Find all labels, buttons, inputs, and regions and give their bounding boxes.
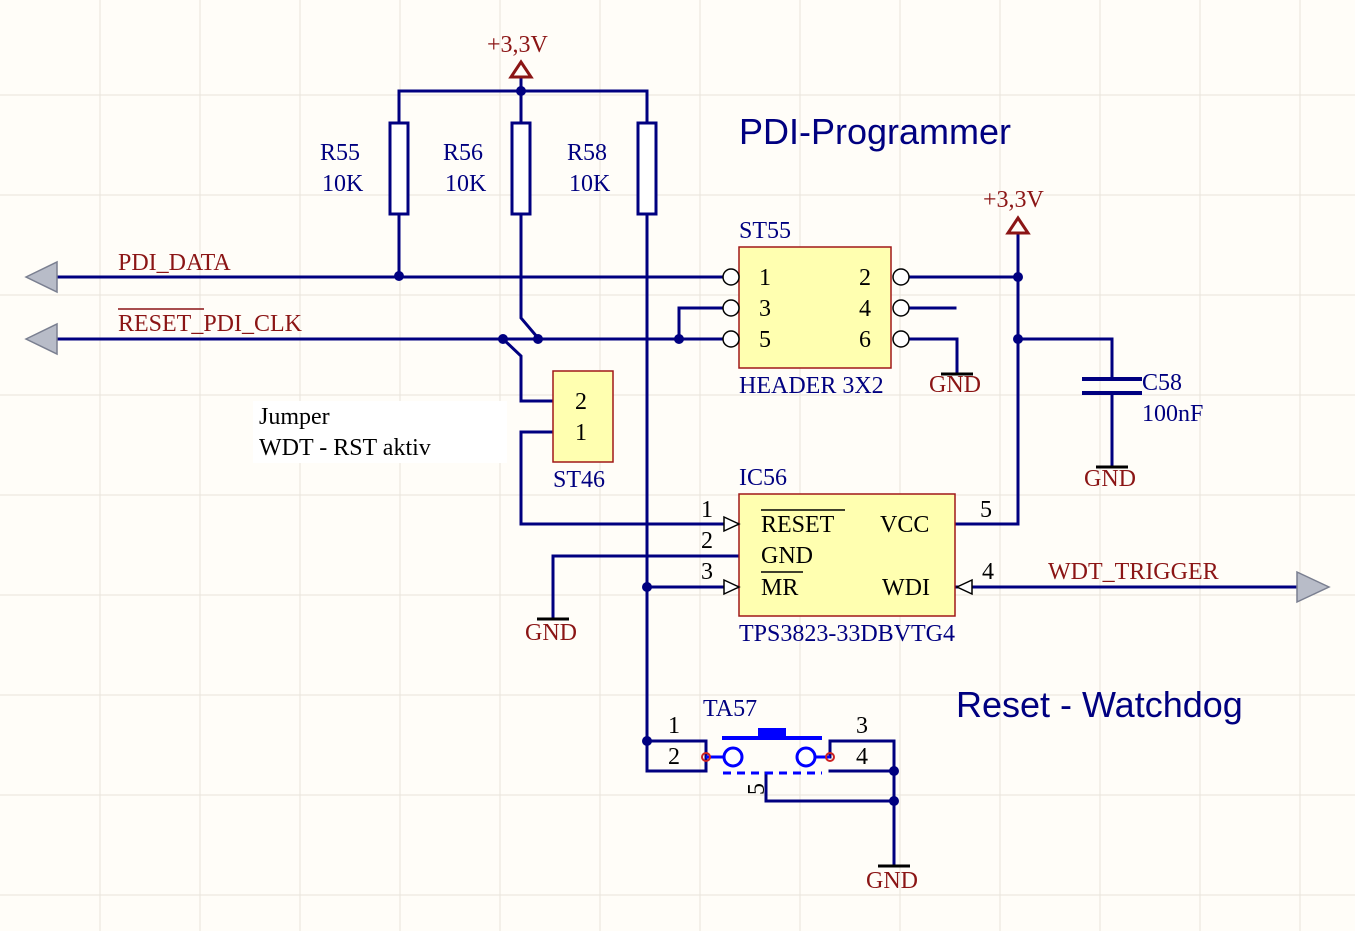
section-title-pdi-programmer: PDI-Programmer [739,111,1011,152]
resistor-r58[interactable]: R58 10K [567,121,658,216]
label-resistors-1-ref: R56 [443,140,483,166]
power-label-top: +3,3V [487,32,549,58]
ic-ic56[interactable]: IC56 1 2 3 4 5 RESET GND MR VCC WDI TPS3… [701,465,994,647]
label-header-pins-4: 5 [759,327,771,353]
label-header-pins-1: 2 [859,265,871,291]
label-power-gnd: GND [525,620,577,646]
label-ic-num2: 2 [701,528,713,554]
label-power-gnd: GND [866,868,918,894]
ic-ref: IC56 [739,465,787,491]
label-header-pins-0: 1 [759,265,771,291]
label-ic-pin_vcc: VCC [880,512,929,538]
power-symbol-right: +3,3V [983,187,1045,235]
label-button-pins-2: 3 [856,713,868,739]
label-header-pins-2: 3 [759,296,771,322]
header-st55[interactable]: ST55 1 2 3 4 5 6 HEADER 3X2 [722,218,910,399]
header-value: HEADER 3X2 [739,373,884,399]
label-jumper-note_line2: WDT - RST aktiv [259,435,431,461]
port-wdt-trigger[interactable]: WDT_TRIGGER [1048,559,1331,604]
resistor-r55[interactable]: R55 10K [320,121,410,216]
gnd-symbol-button: GND [866,864,918,894]
label-button-pins-0: 1 [668,713,680,739]
label-jumper-pins-0: 2 [575,389,587,415]
label-ic-pin_wdi: WDI [882,575,930,601]
jumper-note: Jumper WDT - RST aktiv [253,401,507,463]
jumper-ref: ST46 [553,467,605,493]
junction-dots [394,86,1023,806]
resistor-r56[interactable]: R56 10K [443,121,532,216]
button-ref: TA57 [703,696,757,722]
gnd-symbol-cap: GND [1084,465,1136,492]
gnd-symbol-header: GND [929,372,981,398]
label-capacitor-value: 100nF [1142,401,1203,427]
label-resistors-0-ref: R55 [320,140,360,166]
label-resistors-0-value: 10K [322,171,364,197]
net-label-wdt-trigger: WDT_TRIGGER [1048,559,1219,585]
label-jumper-note_line1: Jumper [259,404,330,430]
label-ic-num5: 5 [980,497,992,523]
label-capacitor-ref: C58 [1142,370,1182,396]
port-pdi-data[interactable]: PDI_DATA [24,250,231,294]
label-button-pins-1: 2 [668,744,680,770]
ic-value: TPS3823-33DBVTG4 [739,621,955,647]
label-header-pins-3: 4 [859,296,871,322]
label-resistors-2-ref: R58 [567,140,607,166]
label-power-gnd: GND [929,372,981,398]
label-resistors-2-value: 10K [569,171,611,197]
label-resistors-1-value: 10K [445,171,487,197]
power-label-right: +3,3V [983,187,1045,213]
label-jumper-pins-1: 1 [575,420,587,446]
gnd-symbol-ic: GND [525,617,577,646]
button-ta57[interactable]: TA57 1 2 3 4 5 [668,696,868,795]
label-button-pins-3: 4 [856,744,868,770]
label-ic-num3: 3 [701,559,713,585]
label-power-gnd: GND [1084,466,1136,492]
label-ic-num4: 4 [982,559,994,585]
power-symbol-top: +3,3V [487,32,549,79]
port-reset-pdi-clk[interactable]: RESET_PDI_CLK [24,308,303,356]
label-header-pins-5: 6 [859,327,871,353]
label-ic-pin_mr: MR [761,575,798,601]
label-ic-num1: 1 [701,497,713,523]
label-button-pins-4: 5 [744,783,770,795]
jumper-st46[interactable]: 2 1 ST46 [552,370,614,493]
net-label-pdi-data: PDI_DATA [118,250,231,276]
net-label-reset-pdi-clk: RESET_PDI_CLK [118,311,303,337]
capacitor-c58[interactable]: C58 100nF [1082,370,1203,427]
section-title-reset-watchdog: Reset - Watchdog [956,684,1243,725]
label-ic-pin_reset: RESET [761,512,835,538]
label-ic-pin_gnd: GND [761,543,813,569]
header-ref: ST55 [739,218,791,244]
